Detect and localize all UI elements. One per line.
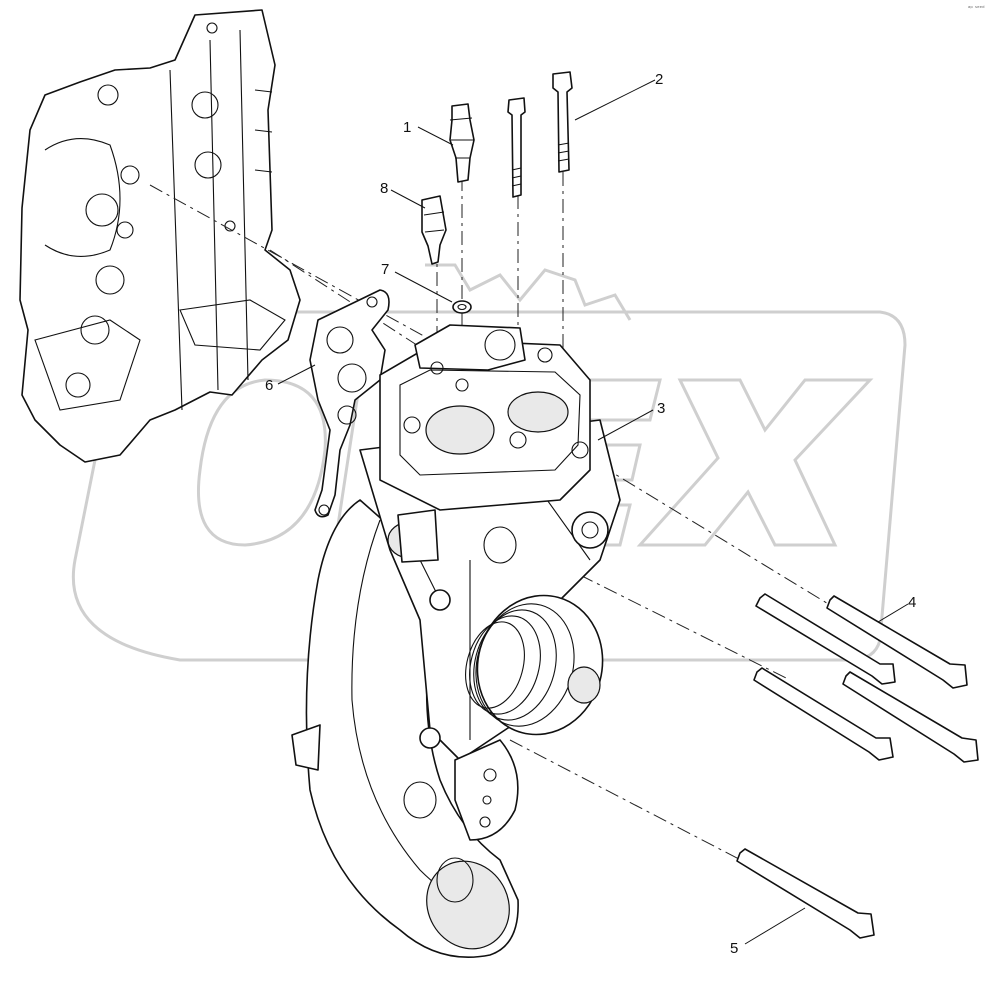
pressure-sensor [421,195,447,265]
callout-3: 3 [657,400,665,417]
callout-4: 4 [908,594,916,611]
callout-8: 8 [380,180,388,197]
engine-block [19,9,301,463]
seal-ring [452,300,472,314]
bolt-long-upper-left [755,593,896,685]
callout-1: 1 [403,119,411,136]
temperature-sensor [449,103,475,183]
bolt-vertical [507,97,526,198]
callout-6: 6 [265,377,273,394]
callout-labels: 1 2 3 4 5 6 7 8 [265,71,916,957]
bolt-long-lower-left [753,667,894,761]
gasket [309,289,390,518]
callout-5: 5 [730,940,738,957]
bolt-long-upper-right [826,595,968,689]
corner-mark: ᵃᵖ ˢᵉᵉᵈ [968,5,985,12]
callout-7: 7 [381,261,389,278]
water-pump-assembly [291,324,621,958]
bolt-long-lower-right [842,671,979,763]
bolt-lower [736,848,875,939]
bolt-vertical-long [552,71,573,173]
callout-2: 2 [655,71,663,88]
alignment-lines [149,150,831,871]
leader-lines [277,79,909,945]
